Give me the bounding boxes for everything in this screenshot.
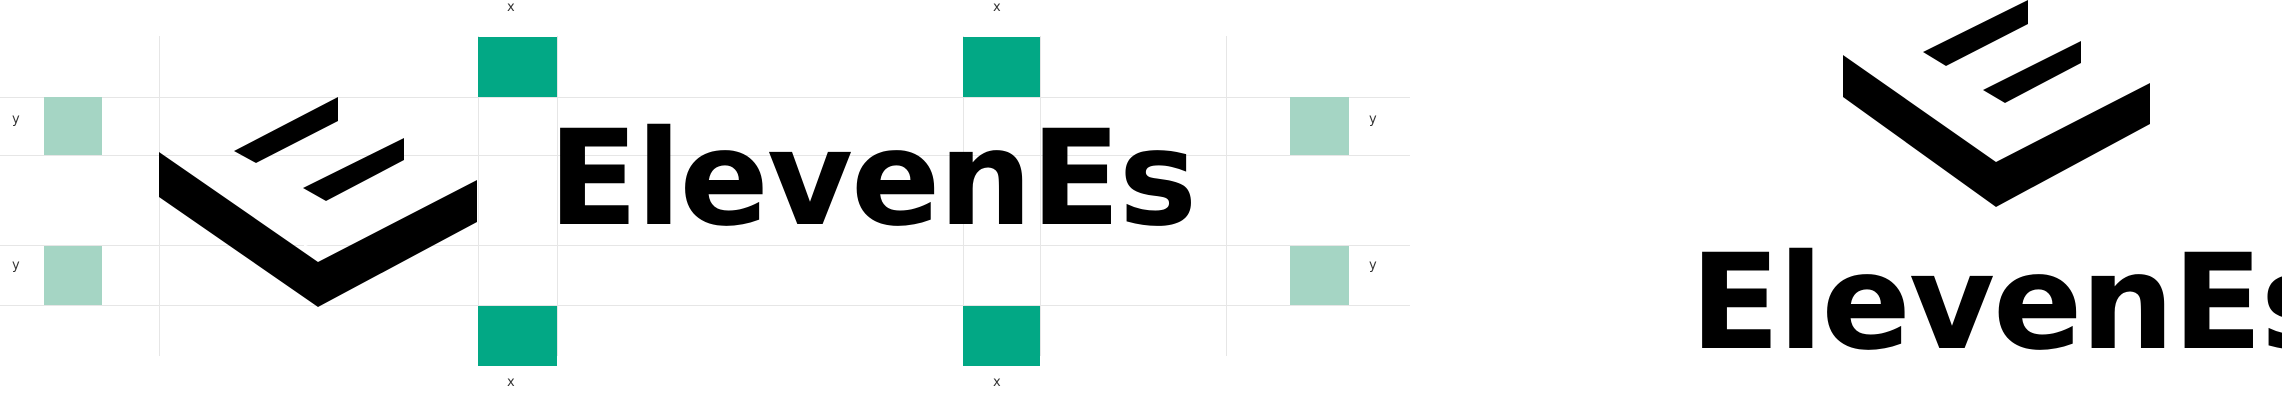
layered-chevron-logo-icon xyxy=(1843,0,2150,207)
layered-chevron-logo-icon xyxy=(159,97,477,307)
y-guide-label: y xyxy=(1369,258,1377,273)
spacing-square-x xyxy=(963,306,1040,366)
spacing-square-y xyxy=(44,246,102,305)
y-guide-label: y xyxy=(12,112,20,127)
x-guide-label: x xyxy=(993,375,1001,390)
grid-line xyxy=(0,245,1410,246)
spacing-square-x xyxy=(478,306,557,366)
grid-line xyxy=(478,36,479,356)
grid-line xyxy=(0,305,1410,306)
grid-line xyxy=(557,36,558,356)
x-guide-label: x xyxy=(507,0,515,15)
spacing-square-y xyxy=(1290,246,1349,305)
grid-line xyxy=(1040,36,1041,356)
wordmark: ElevenEs xyxy=(548,102,1197,256)
spacing-square-y xyxy=(44,97,102,155)
x-guide-label: x xyxy=(993,0,1001,15)
grid-line xyxy=(963,36,964,356)
grid-line xyxy=(0,155,1410,156)
spacing-square-y xyxy=(1290,97,1349,155)
y-guide-label: y xyxy=(12,258,20,273)
x-guide-label: x xyxy=(507,375,515,390)
spacing-square-x xyxy=(963,37,1040,97)
grid-line xyxy=(1226,36,1227,356)
y-guide-label: y xyxy=(1369,112,1377,127)
grid-line xyxy=(0,97,1410,98)
spacing-square-x xyxy=(478,37,557,97)
wordmark: ElevenEs xyxy=(1690,226,2282,380)
